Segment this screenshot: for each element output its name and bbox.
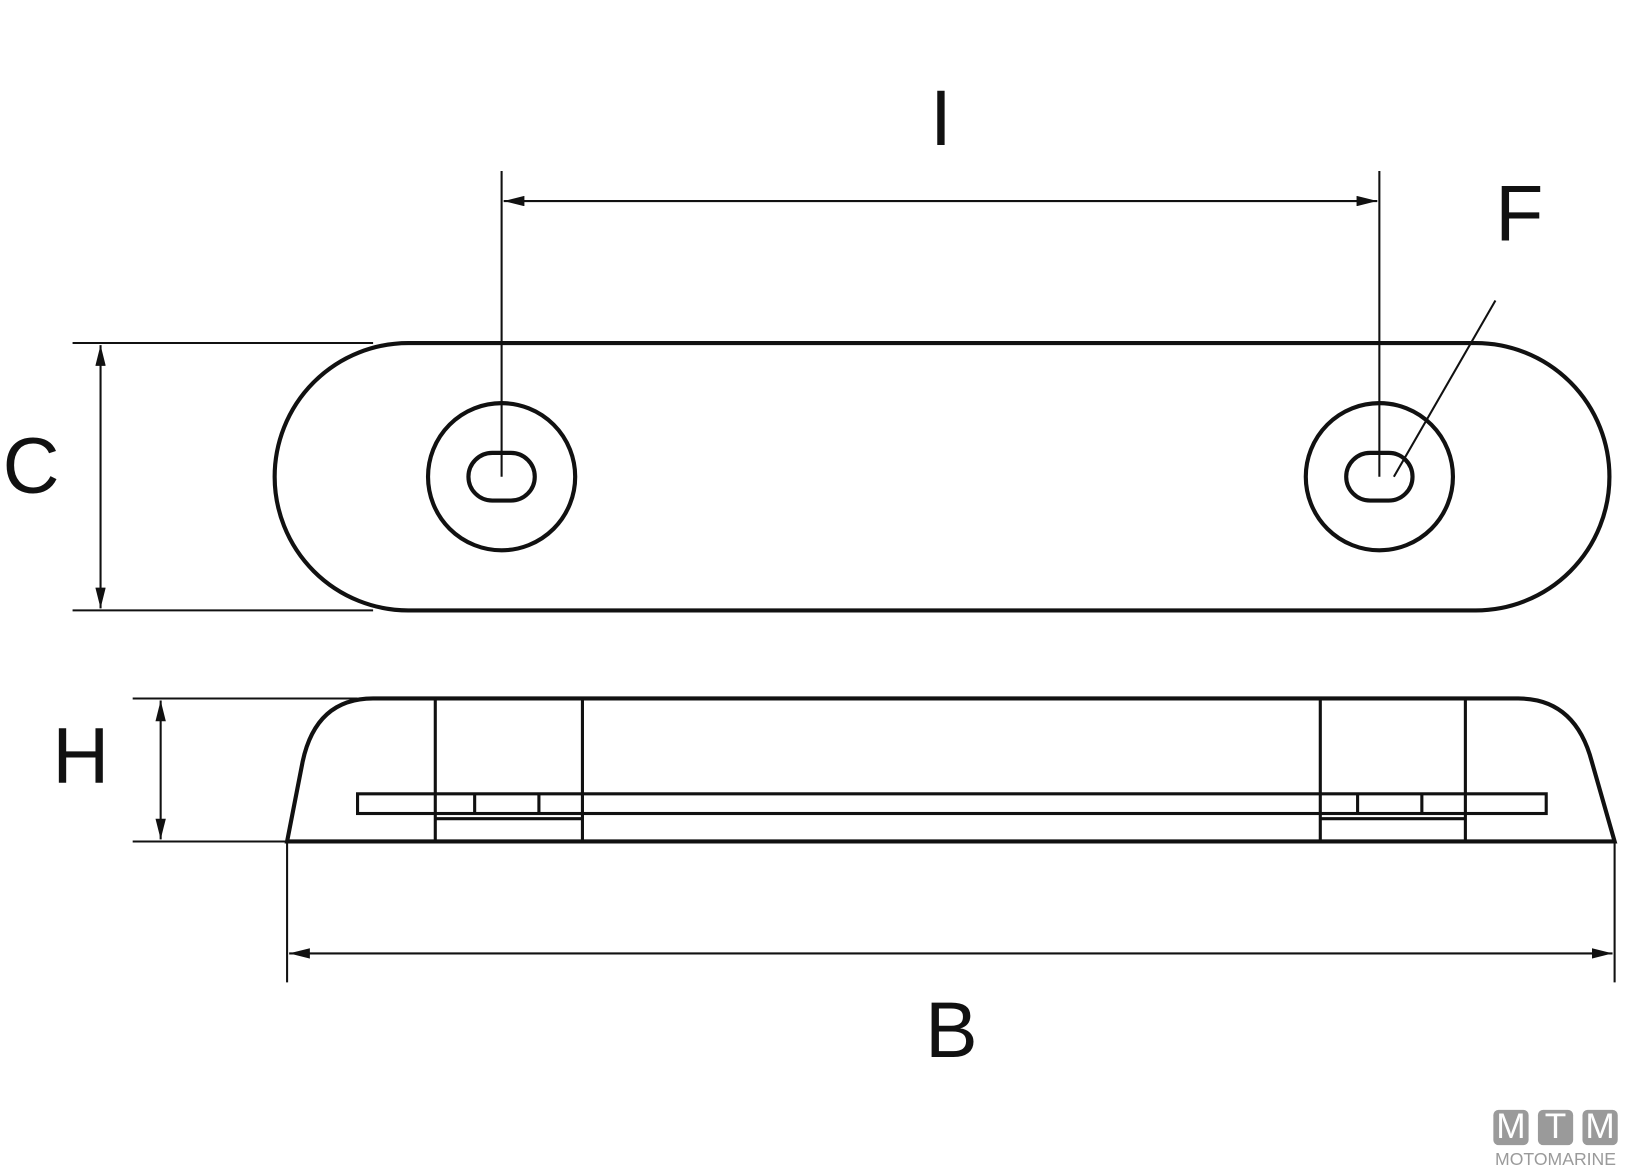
logo-name: MOTOMARINE <box>1495 1149 1616 1169</box>
label-c: C <box>3 421 60 509</box>
dimension-i: I <box>500 74 1381 477</box>
label-i: I <box>930 74 952 162</box>
logo-letter: T <box>1545 1107 1567 1146</box>
label-h: H <box>52 711 109 799</box>
dimension-b: B <box>286 841 1616 1074</box>
dimension-f: F <box>1392 169 1543 478</box>
mounting-strap <box>356 792 1548 816</box>
side-view <box>284 696 1618 844</box>
anode-outline-side <box>284 696 1618 844</box>
label-f: F <box>1495 169 1543 257</box>
dimension-c: C <box>3 341 374 612</box>
anode-outline-top <box>272 340 1612 613</box>
logo-letter: M <box>1585 1107 1614 1146</box>
dimension-h: H <box>52 697 358 843</box>
logo-letter: M <box>1496 1107 1525 1146</box>
top-view <box>272 340 1612 613</box>
motomarine-logo: M T M MOTOMARINE <box>1493 1107 1618 1169</box>
label-b: B <box>925 986 978 1074</box>
